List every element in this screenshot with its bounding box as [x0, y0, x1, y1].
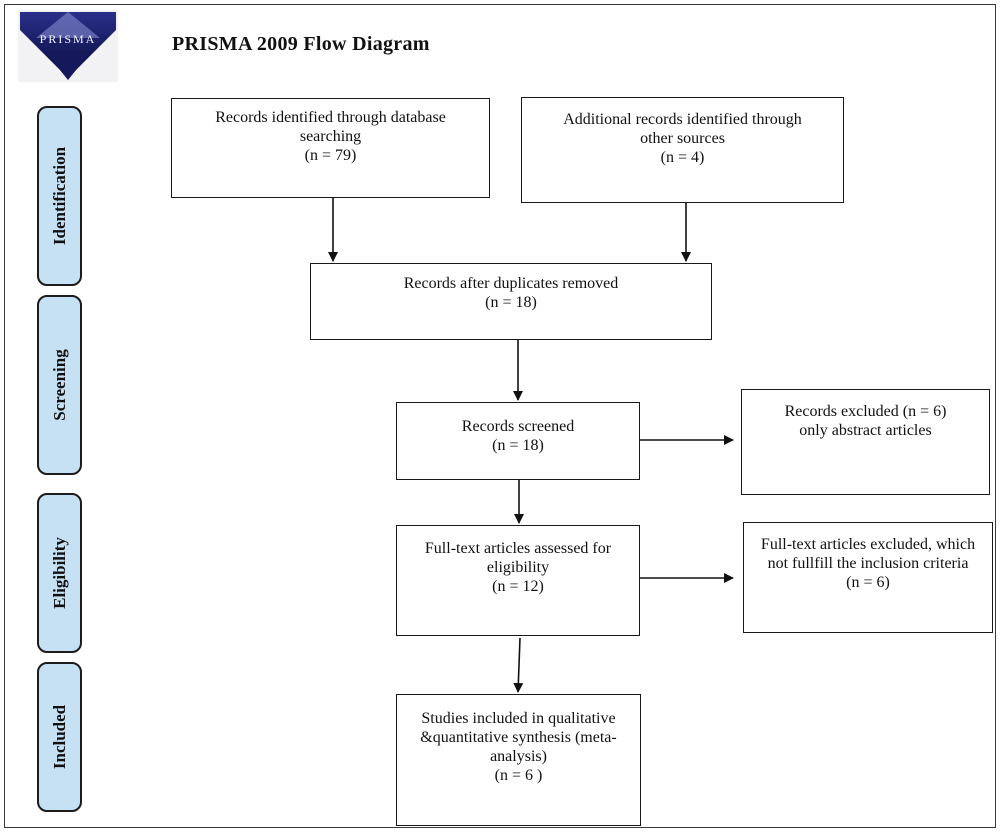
node-records-screened-text: Records screened: [461, 418, 575, 435]
phase-screening: Screening: [37, 295, 82, 475]
node-fulltext-excluded-count: (n = 6): [846, 574, 890, 591]
node-after-duplicates: Records after duplicates removed (n = 18…: [310, 263, 712, 340]
node-fulltext-excluded-text: Full-text articles excluded, which not f…: [760, 536, 976, 572]
node-fulltext-assessed-count: (n = 12): [492, 578, 544, 595]
node-other-records-text: Additional records identified through ot…: [563, 111, 802, 147]
node-records-excluded-text: Records excluded (n = 6) only abstract a…: [784, 403, 947, 439]
node-fulltext-assessed-text: Full-text articles assessed for eligibil…: [424, 540, 612, 576]
node-other-records: Additional records identified through ot…: [521, 97, 844, 203]
node-after-duplicates-count: (n = 18): [485, 294, 537, 311]
node-studies-included: Studies included in qualitative &quantit…: [396, 694, 641, 826]
node-studies-included-text: Studies included in qualitative &quantit…: [420, 710, 617, 765]
node-other-records-count: (n = 4): [660, 149, 705, 166]
node-after-duplicates-text: Records after duplicates removed: [403, 275, 619, 292]
node-database-records-text: Records identified through database sear…: [215, 109, 446, 145]
phase-included: Included: [37, 662, 82, 812]
node-database-records-count: (n = 79): [304, 147, 357, 164]
diagram-title: PRISMA 2009 Flow Diagram: [172, 33, 430, 55]
node-fulltext-excluded: Full-text articles excluded, which not f…: [743, 522, 993, 633]
node-records-screened-count: (n = 18): [492, 437, 544, 454]
node-fulltext-assessed: Full-text articles assessed for eligibil…: [396, 525, 640, 636]
node-database-records: Records identified through database sear…: [171, 98, 490, 198]
diagram-frame: [4, 4, 996, 828]
prisma-logo-graphic: [20, 12, 116, 80]
phase-eligibility: Eligibility: [37, 493, 82, 653]
phase-identification: Identification: [37, 106, 82, 286]
prisma-logo: PRISMA: [18, 10, 118, 82]
node-records-screened: Records screened (n = 18): [396, 402, 640, 480]
arrow-fulltext-to-included: [513, 637, 524, 693]
node-records-excluded: Records excluded (n = 6) only abstract a…: [741, 389, 990, 495]
logo-wordmark: PRISMA: [39, 32, 97, 46]
node-studies-included-count: (n = 6 ): [494, 767, 543, 784]
